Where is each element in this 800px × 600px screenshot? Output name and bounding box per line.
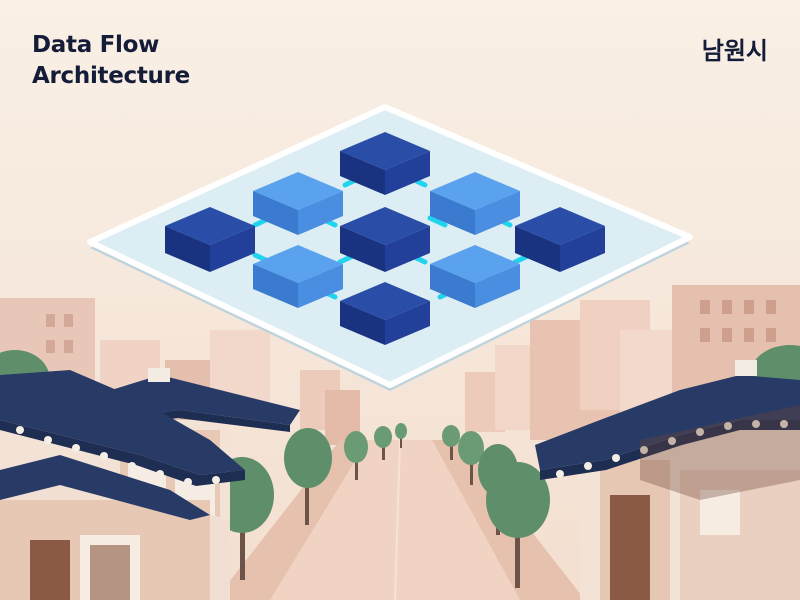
page-title: Data Flow Architecture	[32, 30, 190, 92]
data-flow-diagram	[87, 104, 693, 391]
hanok-right	[535, 360, 800, 600]
node-lower-right	[430, 245, 520, 308]
node-left	[165, 207, 255, 272]
node-upper-left	[253, 172, 343, 235]
node-top	[340, 132, 430, 195]
node-upper-right	[430, 172, 520, 235]
title-line-2: Architecture	[32, 63, 190, 89]
node-lower-left	[253, 245, 343, 308]
node-center	[340, 207, 430, 272]
title-line-1: Data Flow	[32, 32, 160, 58]
city-name: 남원시	[701, 37, 768, 65]
hanok-left	[0, 368, 300, 600]
node-right	[515, 207, 605, 272]
node-bottom	[340, 282, 430, 345]
